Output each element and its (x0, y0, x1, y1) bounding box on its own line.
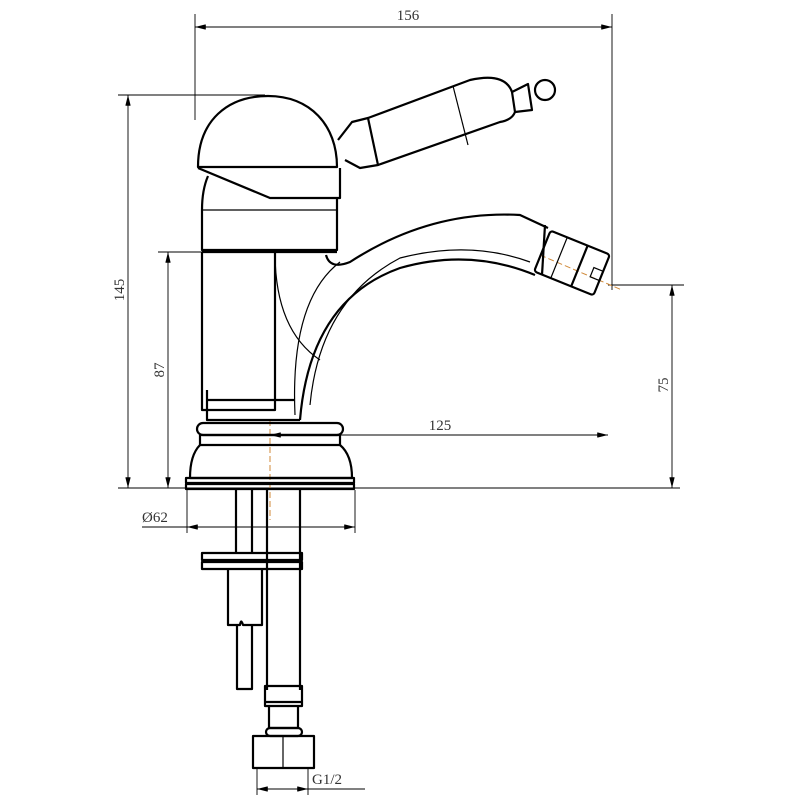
dimension-reach-125: 125 (270, 418, 608, 438)
dimension-label: 125 (429, 418, 452, 434)
dimension-label: 145 (112, 279, 128, 302)
faucet-body (200, 175, 339, 422)
dimension-label: Ø62 (142, 510, 168, 526)
dimension-label: G1/2 (312, 772, 342, 788)
dimension-height-87: 87 (152, 251, 205, 488)
mounting-hardware (200, 490, 316, 770)
dimension-width-156: 156 (194, 8, 613, 290)
dimension-label: 156 (397, 8, 420, 24)
bidet-spout (293, 213, 611, 421)
dimension-label: 87 (152, 362, 168, 378)
centerlines (269, 254, 623, 520)
aerator (533, 230, 611, 296)
dimension-height-75: 75 (608, 284, 684, 488)
lever-handle (337, 76, 557, 170)
dimension-diameter-62: Ø62 (142, 490, 356, 533)
dimension-thread-g12: G1/2 (256, 768, 365, 795)
dome-cap (196, 94, 342, 200)
dimension-label: 75 (656, 378, 672, 393)
faucet-base (184, 421, 356, 491)
